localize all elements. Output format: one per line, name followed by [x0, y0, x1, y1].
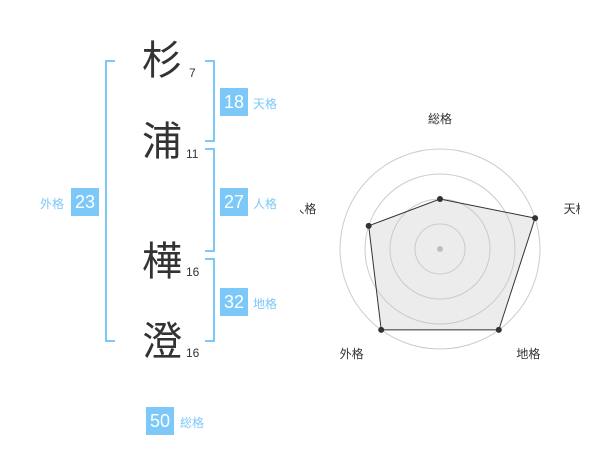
tenkaku-label: 天格 [253, 97, 278, 111]
stroke-count-2: 11 [186, 147, 199, 161]
jinkaku-label: 人格 [253, 197, 278, 211]
radar-ring [364, 173, 516, 325]
tenkaku-value: 18 [220, 88, 248, 116]
name-char-1: 杉 [142, 38, 182, 84]
radar-data-point [378, 326, 385, 333]
fortune-radar-chart: 総格天格地格 外格 人格 [300, 111, 580, 361]
radar-data-point [495, 326, 502, 333]
chikaku-bracket [205, 258, 215, 342]
stroke-count-4: 16 [186, 346, 200, 360]
radar-data-point [437, 196, 443, 202]
radar-axis-label: 地格 [516, 346, 540, 361]
radar-data-point [365, 222, 372, 229]
radar-ring [339, 148, 541, 350]
radar-data-area [368, 198, 536, 331]
soukaku-label: 総格 [180, 416, 205, 430]
radar-center-dot [437, 246, 443, 252]
jinkaku-value: 27 [220, 188, 248, 216]
gaikaku-value: 23 [71, 188, 99, 216]
stroke-count-3: 16 [186, 265, 200, 279]
radar-axis-label: 人格 [300, 201, 316, 216]
tenkaku-bracket [205, 60, 215, 142]
radar-axis-label: 総格 [428, 111, 452, 126]
stroke-count-1: 7 [189, 66, 196, 80]
chikaku-value: 32 [220, 288, 248, 316]
gaikaku-bracket [105, 60, 115, 342]
name-char-4: 澄 [142, 319, 182, 365]
soukaku-value: 50 [146, 407, 174, 435]
name-char-2: 浦 [142, 119, 182, 165]
radar-axis-label: 天格 [564, 201, 580, 216]
name-char-3: 樺 [142, 239, 182, 285]
radar-axis-label: 外格 [340, 346, 364, 361]
chikaku-label: 地格 [253, 297, 278, 311]
radar-ring [414, 223, 466, 275]
gaikaku-label: 外格 [40, 197, 65, 211]
radar-data-point [532, 215, 539, 222]
jinkaku-bracket [205, 148, 215, 252]
